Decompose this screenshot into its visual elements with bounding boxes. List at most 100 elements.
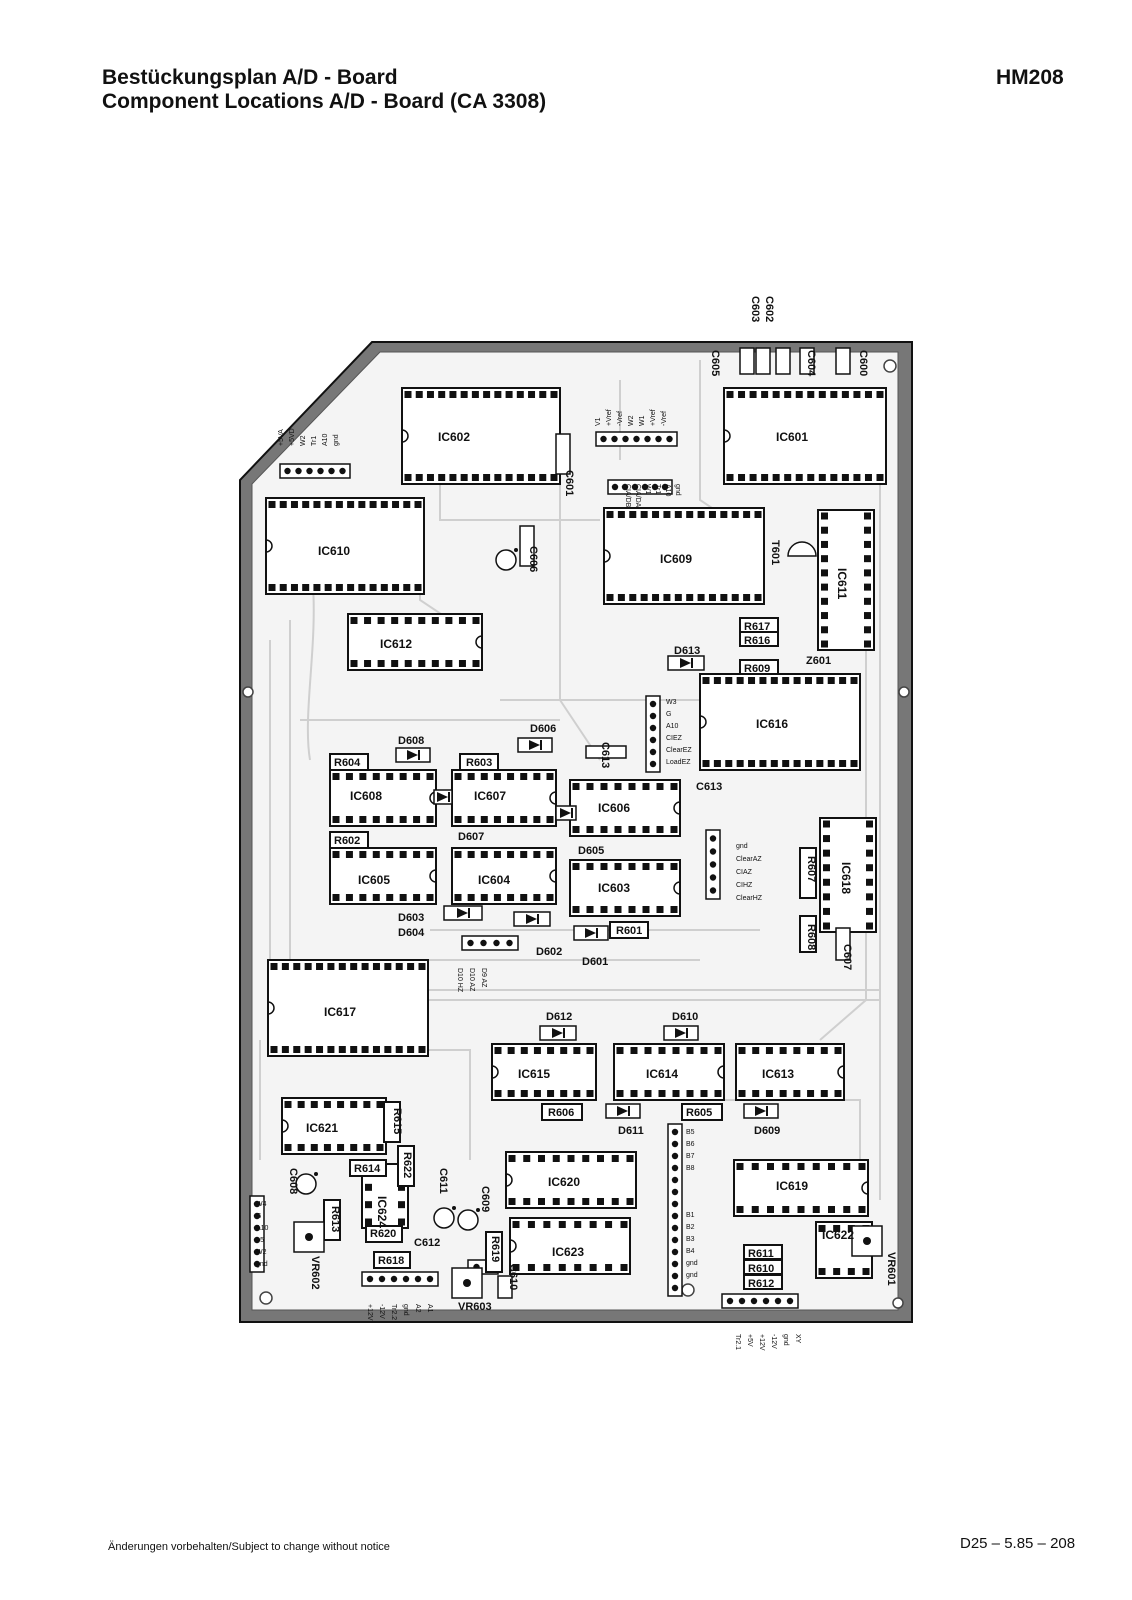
cap-plus [314,1172,318,1176]
label-c609: C609 [479,1186,491,1212]
ic-pad [630,1090,638,1097]
cap-body [799,347,815,375]
label-c602: C602 [763,296,775,322]
ic-pad [270,963,278,970]
diode-arrow [617,1106,628,1116]
header-pin [726,1297,734,1305]
ic-pad [830,474,838,481]
label-r614: R614 [354,1163,381,1175]
ic-pad [358,501,366,508]
ic-pad [345,816,353,823]
cap-body [835,927,851,961]
ic-pad [404,617,412,624]
resistor-body [349,1159,387,1177]
ic-pad [572,783,580,790]
ic-pad [850,677,858,684]
ic-pad [493,773,501,780]
trimmer [293,1221,325,1253]
label-ic609: IC609 [660,552,692,566]
ic-pad [626,1155,634,1162]
ic-pad [460,474,468,481]
pin-label: gnd [686,1272,698,1279]
ic-pad [507,816,515,823]
ic-pad [858,1206,866,1213]
ic-package [733,1159,869,1217]
ic-pad [512,1221,520,1228]
ic-pad [759,677,767,684]
header-pin [253,1224,261,1232]
header-pin [633,435,640,443]
ic-pad [748,760,756,767]
ic-pad [864,612,871,620]
ic-pad [471,391,479,398]
ic-pad [372,963,380,970]
header-pin [611,483,619,491]
ic-pad [527,1264,535,1271]
ic-pad [820,1090,828,1097]
ic-pad [413,851,421,858]
ic-body [329,769,437,827]
diode [395,747,431,763]
ic-pad [630,1047,638,1054]
ic-pad [784,391,792,398]
ic-pad [546,851,554,858]
ic-pad [582,1198,590,1205]
ic-pad [640,594,648,601]
ic-pad [372,851,380,858]
pin-label: B5 [686,1129,695,1136]
label-c601: C601 [563,470,575,496]
ic-notch [491,1065,499,1079]
title-german: Bestückungsplan A/D - Board [102,66,398,89]
label-ic607: IC607 [474,789,506,803]
trimmer-body [293,1221,325,1253]
ic-pad [460,391,468,398]
ic-pad [467,894,475,901]
ic-pad [369,501,377,508]
ic-package [451,769,557,827]
ic-pad [516,391,524,398]
ic-pad [866,835,873,843]
electrolytic-cap [433,1206,456,1229]
label-ic604: IC604 [478,873,510,887]
ic-package [329,847,437,905]
ic-pad [828,1163,835,1170]
pin-label: gnd [333,434,340,446]
ic-pad [372,1046,380,1053]
header-pin [774,1297,782,1305]
ic-pad [426,474,434,481]
ic-pad [795,391,803,398]
header-pin [426,1275,434,1283]
cap-body [775,347,791,375]
film-cap [835,927,851,961]
ic-pad [864,597,871,605]
ic-notch [603,549,611,563]
ic-pad [629,594,637,601]
ic-pad [702,677,710,684]
ic-pad [494,474,502,481]
film-cap [519,525,535,567]
resistor-body [459,753,499,771]
label-ic621: IC621 [306,1121,338,1135]
header-pin [253,1212,261,1220]
ic-pad [454,773,462,780]
ic-pad [614,863,622,870]
ic-pad [449,474,457,481]
ic-notch [837,1065,845,1079]
label-r609: R609 [744,663,770,675]
resistor [329,753,369,771]
ic-pad [864,640,871,648]
resistor-body [681,1103,723,1121]
ic-pad [600,863,608,870]
ic-pad [572,906,580,913]
ic-pad [281,1046,289,1053]
ic-pad [858,1163,866,1170]
pin-label: gnd [686,1260,698,1267]
ic-pad [327,963,335,970]
diode-bar [691,658,693,668]
pin-label: -Vref [617,411,624,426]
ic-pad [672,1090,680,1097]
ic-pad [804,760,812,767]
ic-pad [404,474,412,481]
pin-label: W2 [256,1249,267,1256]
mounting-hole [681,1283,695,1297]
